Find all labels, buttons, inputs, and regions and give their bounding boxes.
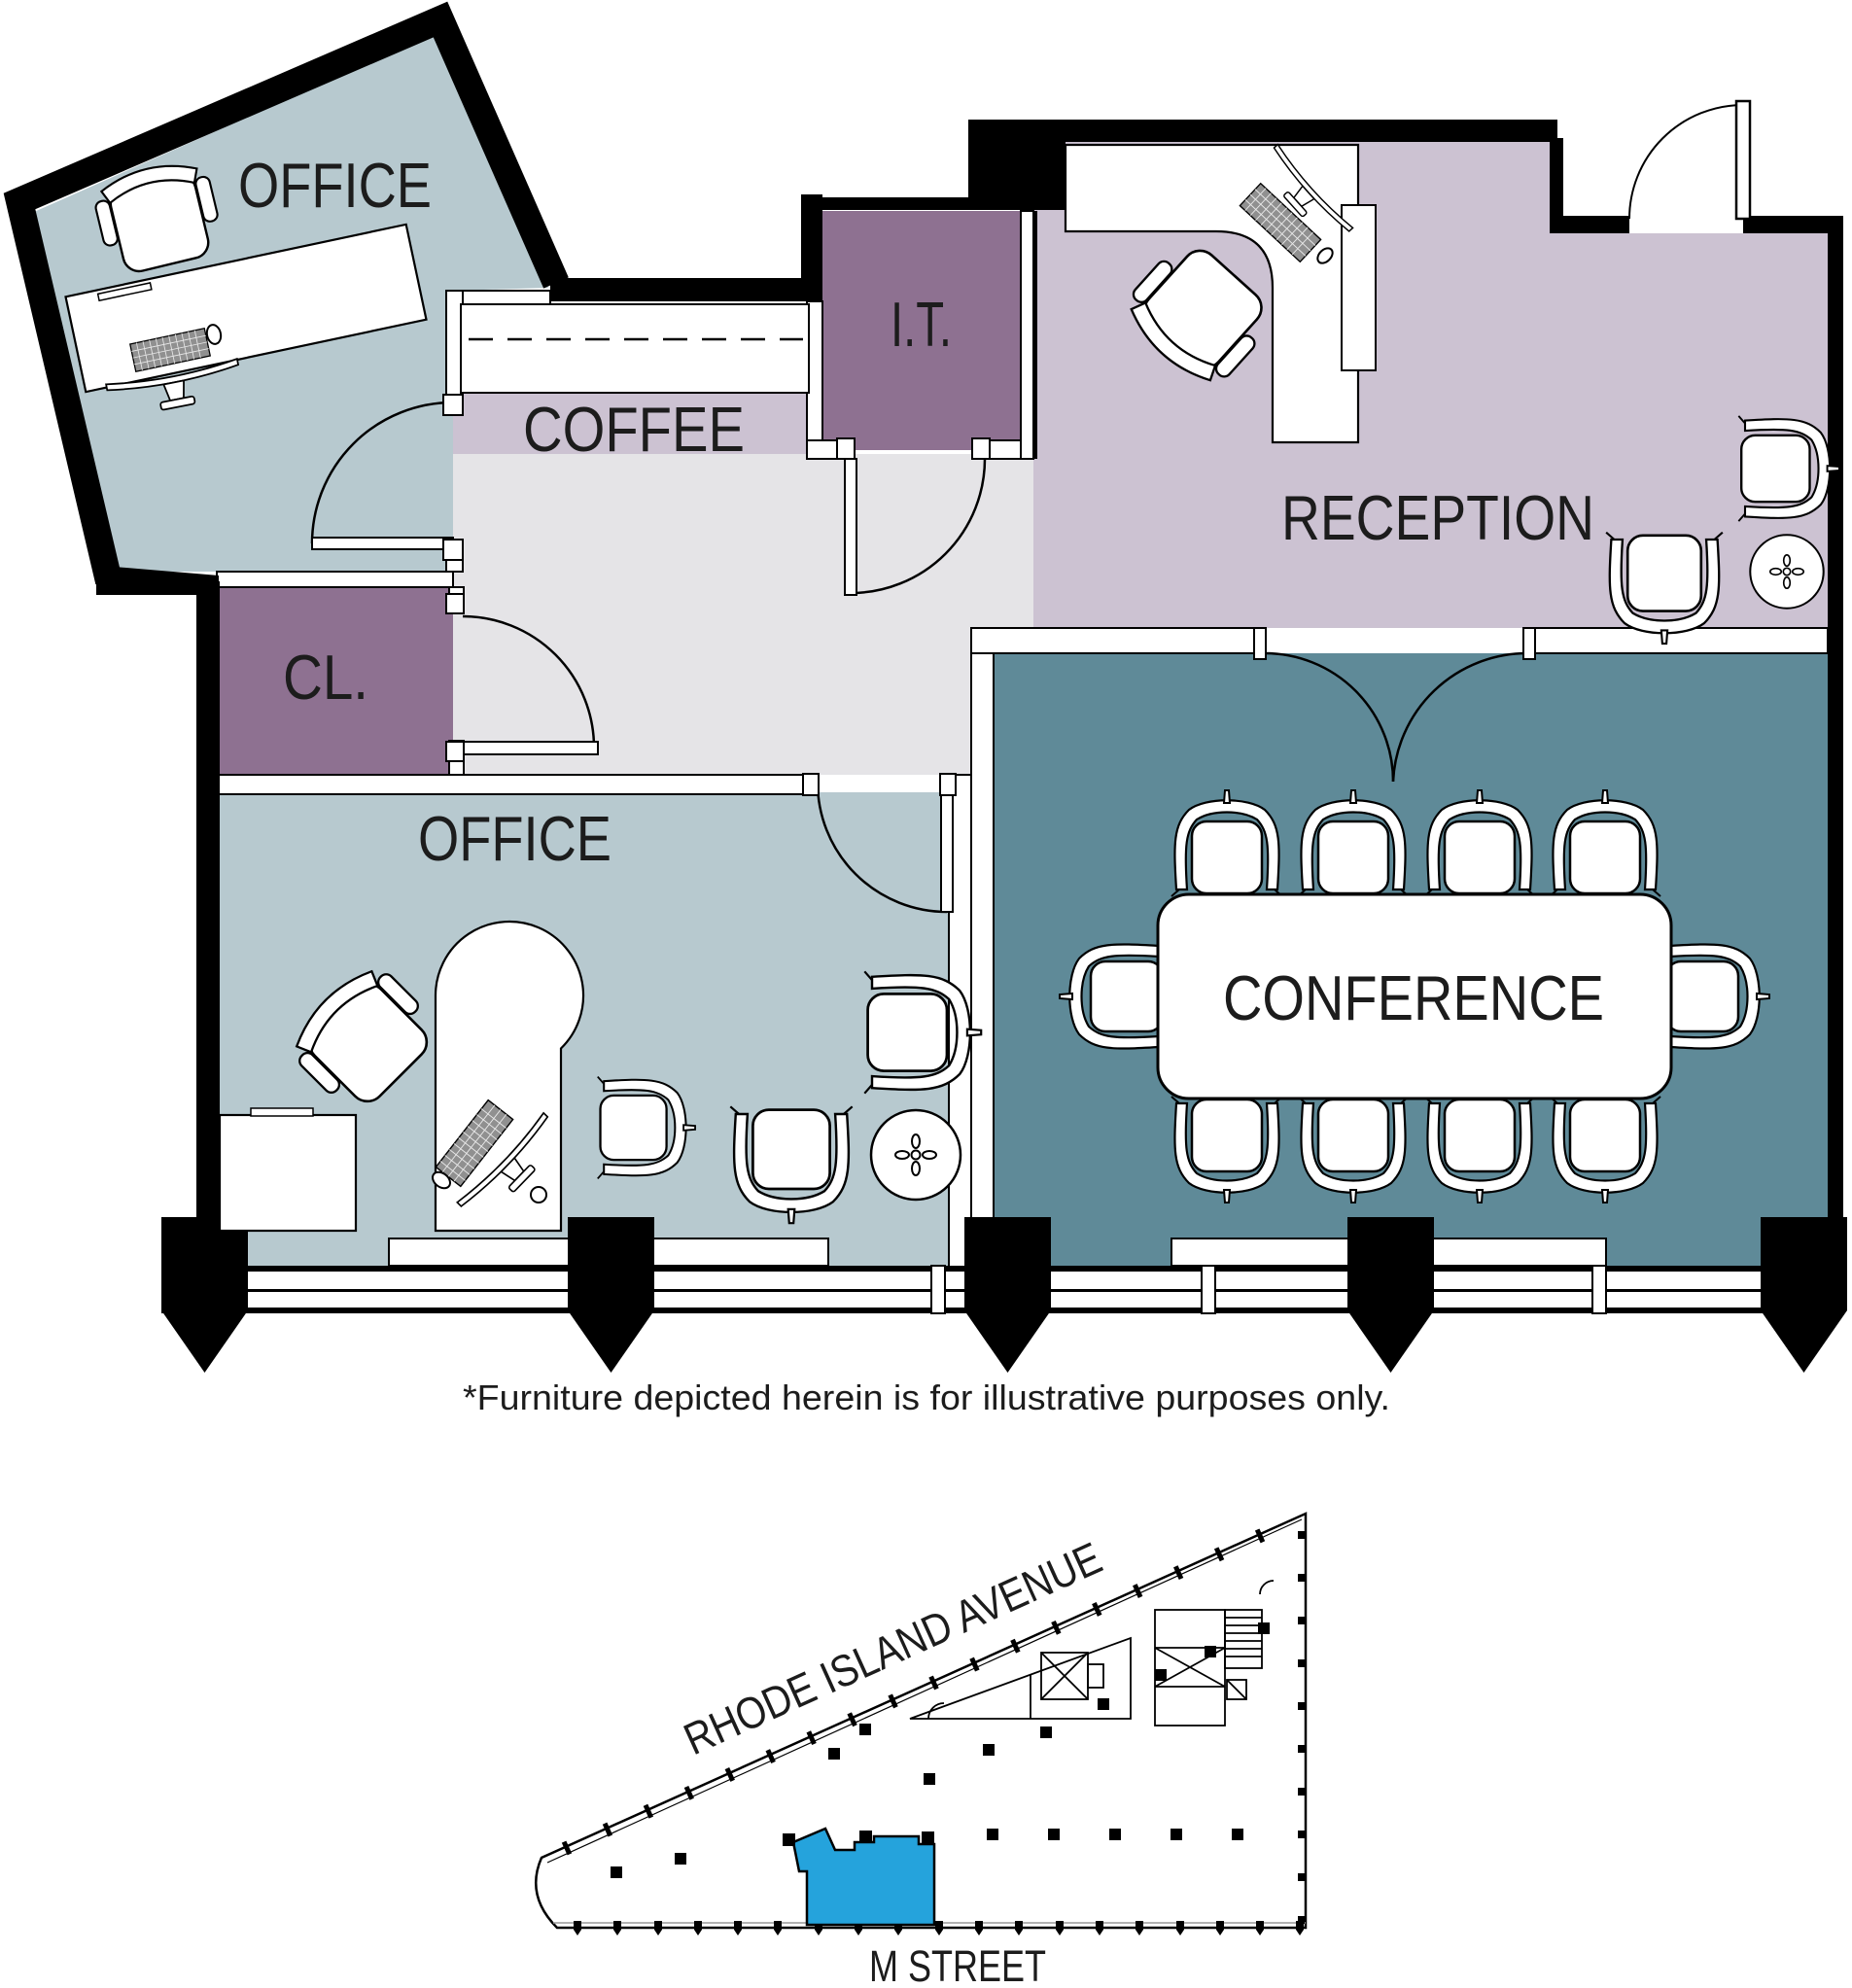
svg-text:CL.: CL. [283,642,368,713]
svg-text:*Furniture depicted herein is: *Furniture depicted herein is for illust… [463,1378,1390,1417]
svg-text:RECEPTION: RECEPTION [1281,482,1594,553]
svg-text:COFFEE: COFFEE [523,394,745,465]
svg-text:CONFERENCE: CONFERENCE [1223,962,1604,1033]
svg-text:I.T.: I.T. [891,289,952,360]
svg-text:M STREET: M STREET [869,1941,1046,1988]
svg-text:OFFICE: OFFICE [418,803,612,874]
svg-text:OFFICE: OFFICE [238,150,432,221]
